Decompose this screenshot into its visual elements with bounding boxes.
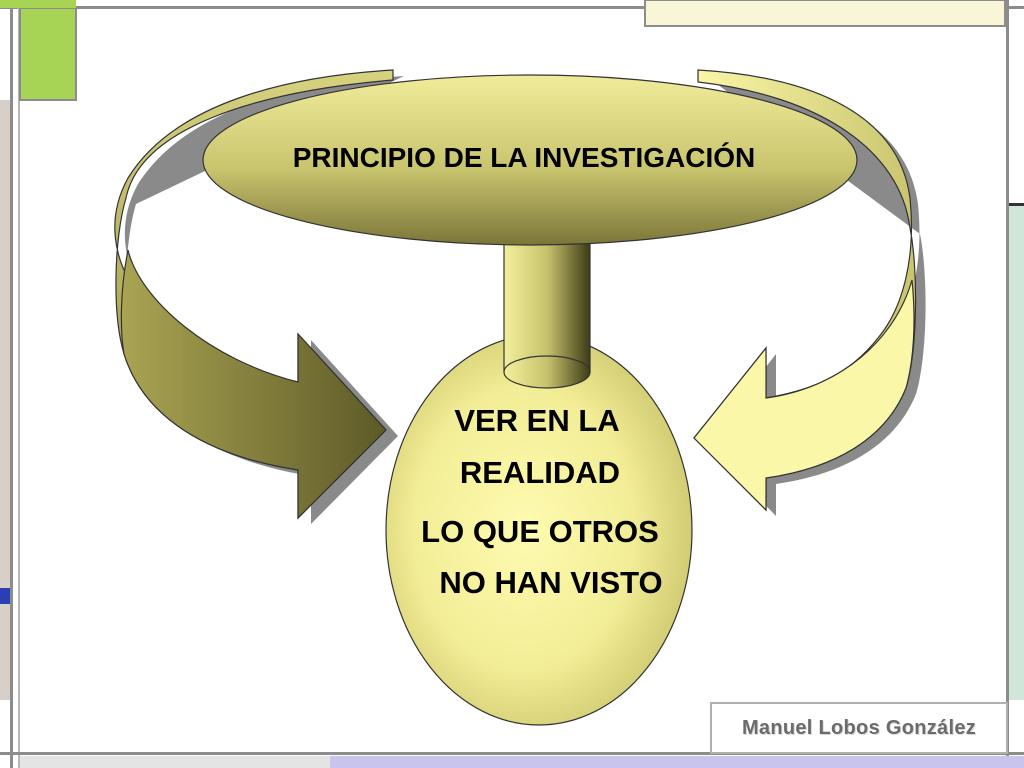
author-name: Manuel Lobos González — [741, 716, 977, 739]
center-text-line-2: REALIDAD — [460, 455, 620, 490]
top-right-tab-decoration — [644, 0, 1006, 27]
blue-marker-decoration — [0, 588, 10, 604]
center-text-line-3: LO QUE OTROS — [421, 514, 659, 549]
frame-left-outer — [10, 0, 13, 768]
right-edge-strip — [1009, 205, 1024, 700]
left-arrow-inner-face — [120, 249, 387, 520]
right-edge-mark — [1009, 203, 1024, 206]
center-text-line-4: NO HAN VISTO — [439, 565, 662, 600]
frame-left-inner — [18, 0, 20, 768]
title-ellipse — [202, 74, 858, 246]
green-square-decoration — [19, 7, 77, 101]
stem-body — [503, 231, 591, 373]
author-footer-box: Manuel Lobos González — [710, 702, 1008, 754]
right-arrow-inner-face — [693, 279, 915, 512]
diagram-title: PRINCIPIO DE LA INVESTIGACIÓN — [293, 142, 756, 173]
left-side-strip — [0, 100, 10, 700]
stem-bottom-cap — [503, 355, 591, 389]
connector-stem — [503, 231, 591, 389]
left-curved-arrow — [114, 69, 405, 524]
center-text-line-1: VER EN LA — [454, 403, 619, 438]
bottom-left-strip — [20, 756, 330, 768]
frame-bottom-line — [0, 752, 1024, 755]
bottom-lavender-strip — [330, 756, 1024, 768]
frame-right-line — [1006, 0, 1009, 768]
frame-top-line — [0, 6, 1024, 9]
right-curved-arrow — [693, 69, 926, 516]
green-corner-decoration — [0, 0, 76, 8]
